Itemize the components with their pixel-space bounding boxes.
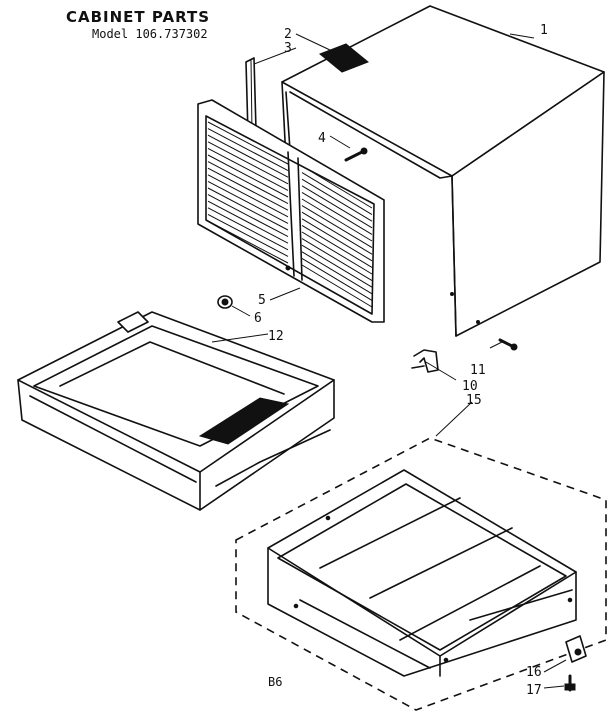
louver-slat (207, 141, 289, 185)
knob-part-6 (217, 295, 233, 309)
leader-lines (211, 33, 567, 689)
louver-slat (207, 180, 289, 224)
louver-slat (207, 154, 289, 198)
diagram-title: CABINET PARTS (66, 8, 210, 26)
cabinet-label-plate (319, 43, 369, 73)
louver-slat (301, 211, 373, 255)
support-frame-group (235, 437, 607, 711)
callout-6: 6 (254, 311, 262, 326)
louver-slat (207, 147, 289, 191)
louver-slat (207, 121, 289, 165)
bolt-part-17 (564, 674, 576, 692)
callout-3: 3 (284, 41, 292, 56)
page-code: B6 (268, 675, 282, 689)
louver-slat (207, 213, 289, 257)
louver-slat (207, 161, 289, 205)
louver-slat (301, 185, 373, 229)
caster-part-16 (565, 635, 587, 663)
callout-12: 12 (268, 329, 284, 344)
louver-slat (301, 224, 373, 268)
louver-slat (301, 218, 373, 262)
louver-slat (207, 220, 289, 264)
grille-louvers (207, 121, 373, 308)
louver-slat (301, 257, 373, 301)
louver-slat (207, 174, 289, 218)
louver-slat (207, 128, 289, 172)
louver-slat (301, 264, 373, 308)
louver-slat (207, 200, 289, 244)
louver-slat (301, 251, 373, 295)
model-number: Model 106.737302 (92, 27, 208, 41)
callout-16: 16 (526, 665, 542, 680)
louver-slat (301, 165, 373, 209)
louver-slat (301, 205, 373, 249)
base-pan (17, 311, 335, 511)
clip-part-10 (411, 349, 439, 373)
louver-slat (207, 194, 289, 238)
louver-slat (207, 207, 289, 251)
louver-slat (207, 187, 289, 231)
louver-slat (301, 178, 373, 222)
louver-slat (301, 244, 373, 288)
louver-slat (301, 198, 373, 242)
screw-part-4 (344, 147, 368, 162)
callout-11: 11 (470, 363, 486, 378)
callout-labels: 1 2 3 4 5 6 10 11 12 15 16 17 (254, 23, 548, 698)
louver-slat (301, 231, 373, 275)
louver-slat (301, 172, 373, 216)
callout-4: 4 (318, 131, 326, 146)
callout-2: 2 (284, 27, 292, 42)
louver-slat (301, 238, 373, 282)
callout-15: 15 (466, 393, 482, 408)
louver-slat (207, 167, 289, 211)
support-frame (267, 469, 577, 677)
front-grille (197, 99, 385, 323)
callout-10: 10 (462, 379, 478, 394)
callout-5: 5 (258, 293, 266, 308)
screw-part-11 (498, 338, 518, 351)
callout-1: 1 (540, 23, 548, 38)
louver-slat (207, 134, 289, 178)
louver-slat (301, 191, 373, 235)
callout-17: 17 (526, 683, 542, 698)
